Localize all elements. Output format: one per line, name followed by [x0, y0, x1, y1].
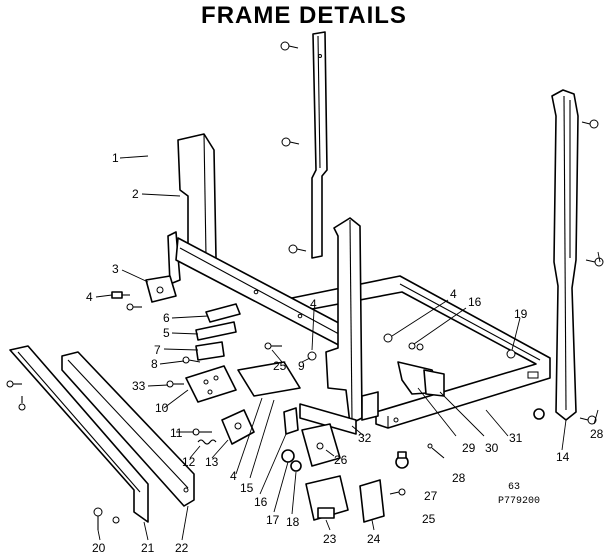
- drawing-code-line-2: P779200: [498, 496, 540, 507]
- part-7: [195, 341, 225, 361]
- screw-33: [166, 380, 184, 388]
- part-23-latch: [305, 475, 349, 521]
- part-24-clip: [359, 479, 385, 523]
- callout-5: 5: [163, 326, 170, 340]
- screw-left-side: [6, 380, 22, 388]
- callout-12: 12: [182, 455, 196, 469]
- callout-21: 21: [141, 541, 155, 555]
- part-10-plate: [185, 365, 237, 403]
- center-upright: [325, 217, 379, 425]
- part-6: [205, 303, 241, 323]
- callout-11: 11: [170, 426, 183, 440]
- callout-18: 18: [286, 515, 300, 529]
- callout-1: 1: [112, 151, 119, 165]
- part-3-bracket: [145, 275, 177, 303]
- callout-17: 17: [266, 513, 280, 527]
- callout-10: 10: [155, 401, 169, 415]
- screw-4-right: [383, 333, 393, 343]
- callout-7: 7: [154, 343, 161, 357]
- spring-12: [197, 439, 217, 445]
- callout-30: 30: [485, 441, 499, 455]
- screw-25-lower: [389, 488, 406, 496]
- callout-4-center: 4: [310, 297, 317, 311]
- callout-31: 31: [509, 431, 523, 445]
- callout-32: 32: [358, 431, 372, 445]
- base-frame: [281, 275, 551, 429]
- screw-top-1: [280, 41, 299, 51]
- part-13-hinge: [221, 409, 255, 445]
- top-vertical-rail: [311, 31, 328, 259]
- nut-left-side: [18, 396, 26, 411]
- screw-11: [192, 428, 212, 436]
- callout-24: 24: [367, 532, 381, 546]
- screw-20: [93, 507, 103, 530]
- callout-28-lower: 28: [452, 471, 466, 485]
- part-26-bracket: [301, 423, 341, 467]
- left-rail-22: [61, 351, 195, 507]
- callout-25-lower: 25: [422, 512, 436, 526]
- left-rail-21: [9, 345, 149, 523]
- callout-2: 2: [132, 187, 139, 201]
- screw-28-lower: [427, 443, 445, 459]
- callout-28-right: 28: [590, 427, 604, 441]
- part-5: [195, 321, 237, 341]
- bottom-front-rail: [299, 403, 357, 435]
- strip-15: [237, 361, 301, 397]
- right-vertical-rail: [551, 89, 579, 421]
- callout-13: 13: [205, 455, 219, 469]
- part-29-bracket: [397, 361, 445, 397]
- part-16-left: [283, 407, 299, 435]
- screw-20b: [112, 516, 120, 524]
- callout-19: 19: [514, 307, 528, 321]
- screw-4-left-2: [126, 303, 142, 311]
- leader-lines: [95, 155, 601, 541]
- screw-top-3: [288, 244, 307, 254]
- screw-4-left: [111, 291, 130, 299]
- callout-15: 15: [240, 481, 254, 495]
- screw-right-low: [579, 415, 597, 425]
- callout-22: 22: [175, 541, 189, 555]
- callout-4-right: 4: [450, 287, 457, 301]
- drawing-code: 63 P779200: [498, 482, 540, 507]
- part-17: [281, 449, 295, 463]
- callout-9: 9: [298, 359, 305, 373]
- screw-right-mid: [585, 257, 604, 267]
- callout-14: 14: [556, 450, 570, 464]
- screw-8: [182, 356, 201, 364]
- callout-6: 6: [163, 311, 170, 325]
- callout-33: 33: [132, 379, 146, 393]
- callout-20: 20: [92, 541, 106, 555]
- callout-16-left: 16: [254, 495, 268, 509]
- screw-16-right: [408, 342, 416, 350]
- callout-27: 27: [424, 489, 438, 503]
- screw-right-top: [581, 119, 599, 129]
- part-18: [290, 460, 302, 472]
- page-title: FRAME DETAILS: [201, 2, 407, 29]
- foot-right: [533, 408, 545, 420]
- callout-26: 26: [334, 453, 348, 467]
- callout-4-left: 4: [86, 290, 93, 304]
- callout-4-bottom: 4: [230, 469, 237, 483]
- callouts: 1 2 3 4 4 4 4 5 6 7 8 9 10 11 12 13 14 1…: [86, 151, 604, 555]
- screw-top-2: [281, 137, 300, 147]
- callout-23: 23: [323, 532, 337, 546]
- callout-16-right: 16: [468, 295, 482, 309]
- callout-29: 29: [462, 441, 476, 455]
- drawing-code-line-1: 63: [508, 482, 520, 493]
- callout-8: 8: [151, 357, 158, 371]
- screw-25-upper: [264, 342, 282, 350]
- callout-25-upper: 25: [273, 359, 287, 373]
- callout-3: 3: [112, 262, 119, 276]
- foot-27: [395, 451, 409, 469]
